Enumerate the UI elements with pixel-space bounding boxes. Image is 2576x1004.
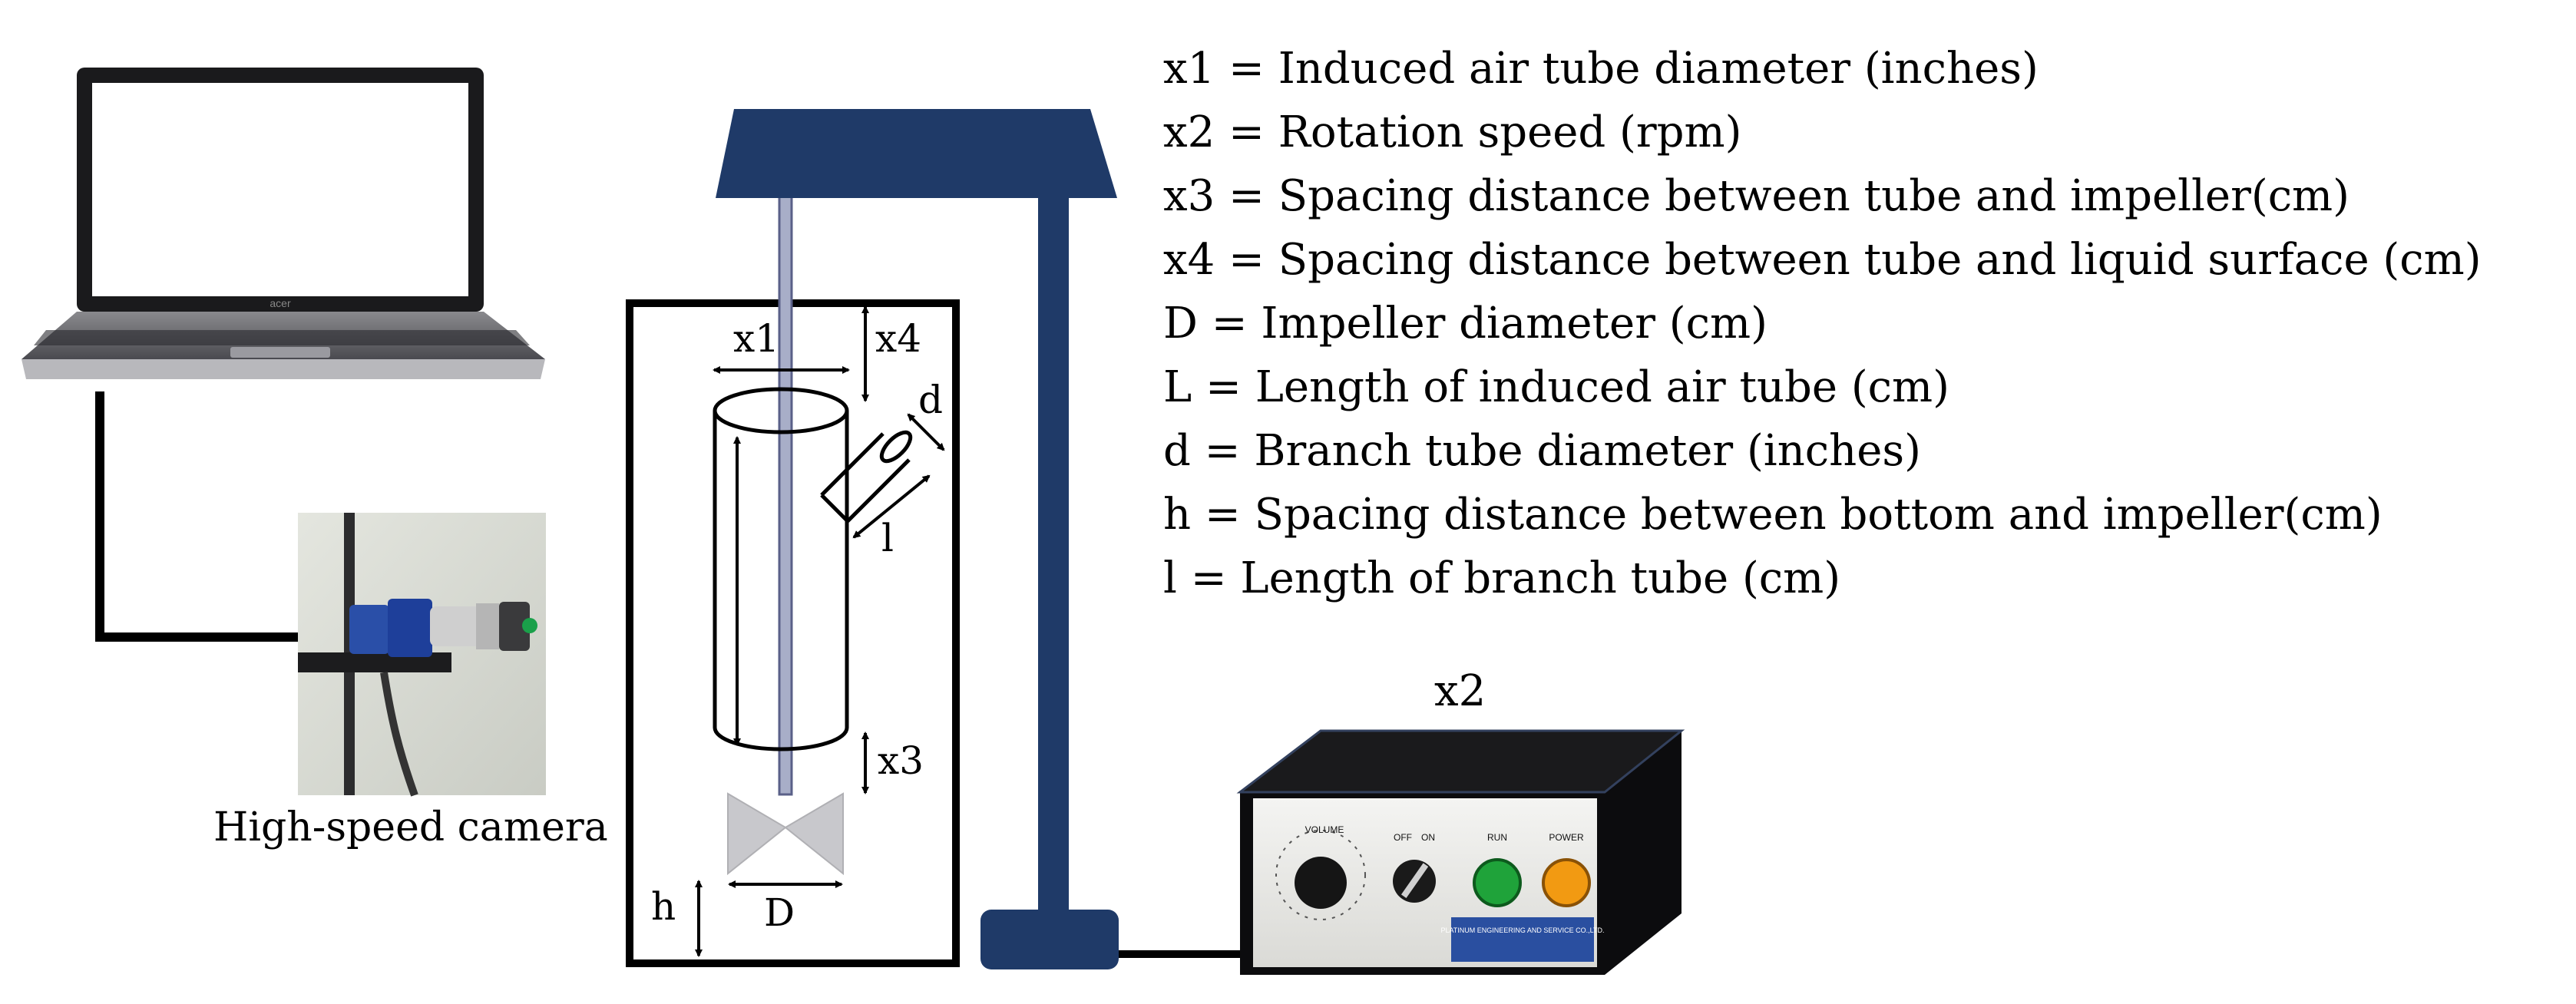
label-x1: x1 — [733, 316, 780, 361]
legend-item-d: d = Branch tube diameter (inches) — [1163, 426, 1921, 476]
label-d: d — [918, 378, 944, 422]
label-l: l — [881, 516, 894, 560]
camera-photo — [298, 513, 546, 797]
induced-air-tube — [713, 387, 849, 751]
camera-caption: High-speed camera — [213, 804, 608, 850]
on-label: ON — [1421, 832, 1435, 843]
volume-label: VOLUME — [1305, 824, 1344, 835]
impeller-shaft — [778, 183, 793, 796]
legend-item-x1: x1 = Induced air tube diameter (inches) — [1163, 44, 2039, 94]
motor-stand — [716, 109, 1119, 969]
legend-item-h: h = Spacing distance between bottom and … — [1163, 490, 2383, 540]
label-D: D — [764, 890, 795, 935]
legend-item-l: l = Length of branch tube (cm) — [1163, 553, 1841, 603]
power-label: POWER — [1549, 832, 1584, 843]
legend-item-D: D = Impeller diameter (cm) — [1163, 299, 1767, 348]
control-box: PLATINUM ENGINEERING AND SERVICE CO.,LTD… — [1236, 729, 1685, 975]
company-plate: PLATINUM ENGINEERING AND SERVICE CO.,LTD… — [1440, 926, 1604, 934]
label-x2: x2 — [1434, 666, 1486, 716]
run-label: RUN — [1487, 832, 1507, 843]
laptop-brand: acer — [270, 297, 291, 309]
branch-tube — [820, 430, 913, 523]
camera-cable — [95, 391, 299, 642]
branch-length-arrow — [852, 474, 931, 539]
laptop: acer — [21, 68, 545, 379]
impeller — [727, 792, 844, 876]
branch-diameter-arrow — [907, 413, 945, 451]
legend-item-x3: x3 = Spacing distance between tube and i… — [1163, 171, 2350, 221]
label-h: h — [651, 884, 676, 929]
variable-legend: x1 = Induced air tube diameter (inches) … — [1163, 37, 2482, 610]
legend-item-L: L = Length of induced air tube (cm) — [1163, 362, 1949, 412]
legend-item-x4: x4 = Spacing distance between tube and l… — [1163, 235, 2482, 285]
off-label: OFF — [1394, 832, 1412, 843]
label-x4: x4 — [875, 316, 922, 361]
label-x3: x3 — [878, 738, 924, 783]
legend-item-x2: x2 = Rotation speed (rpm) — [1163, 107, 1742, 157]
